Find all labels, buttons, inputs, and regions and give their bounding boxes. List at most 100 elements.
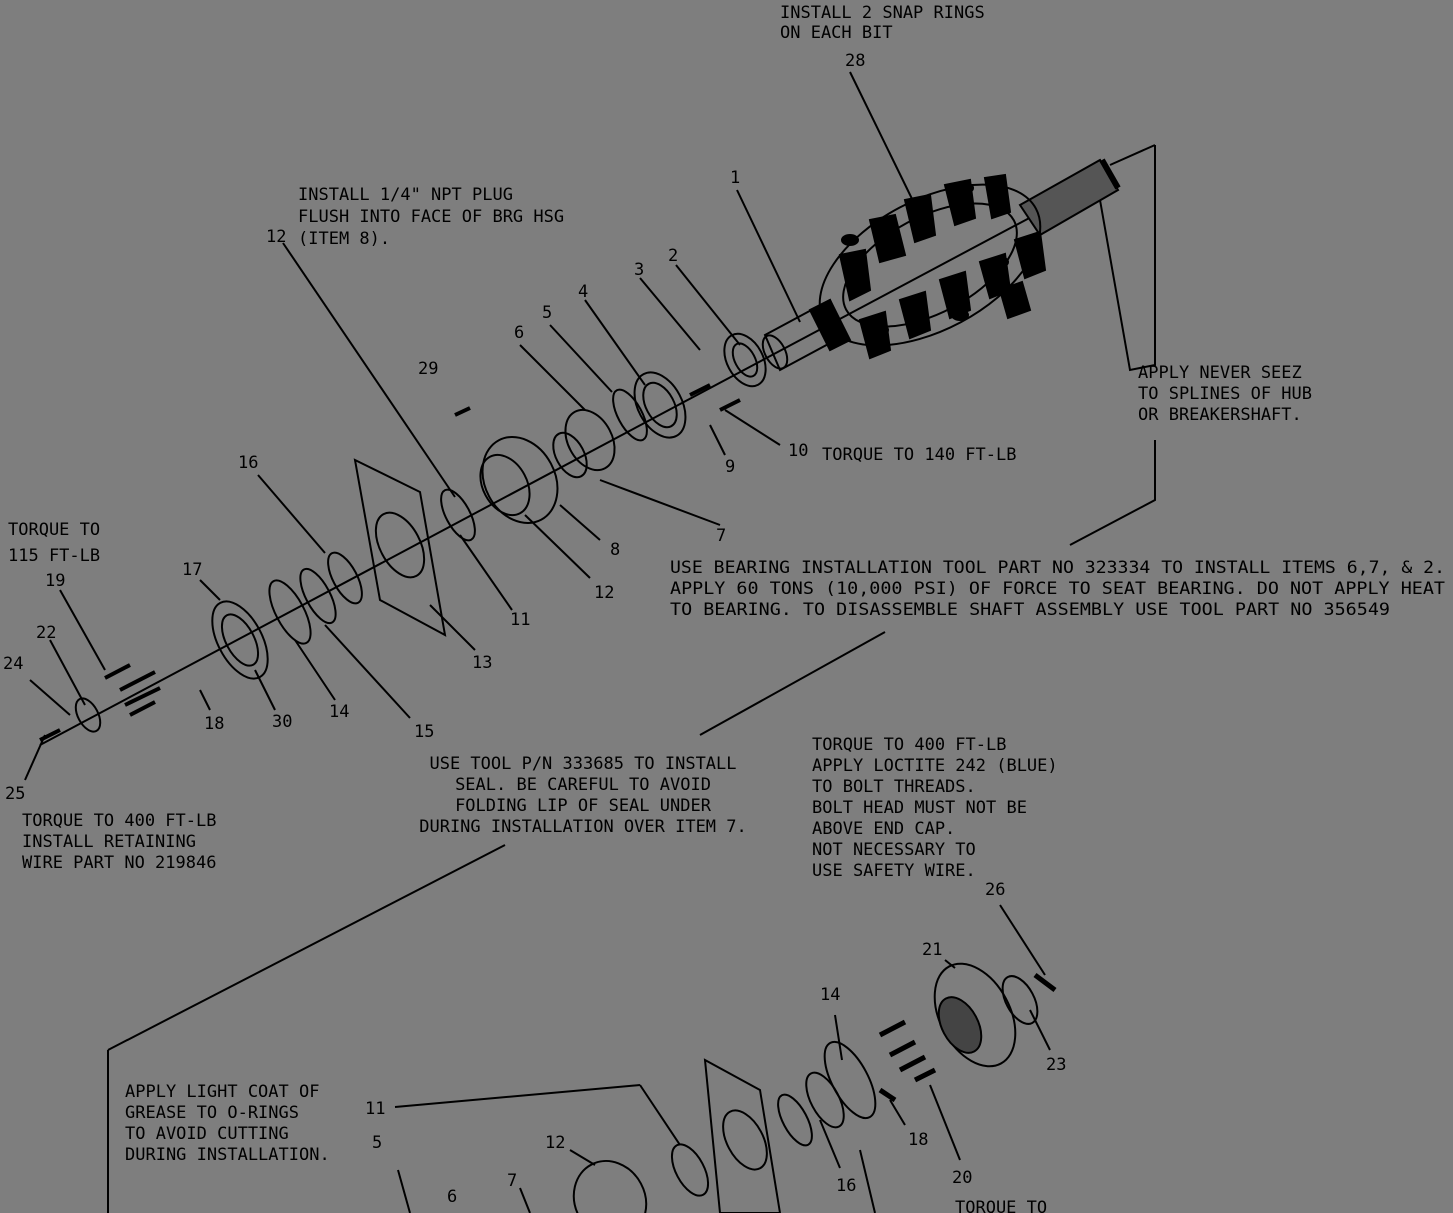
note-line: INSTALL RETAINING xyxy=(22,832,196,852)
note-line: SEAL. BE CAREFUL TO AVOID xyxy=(455,775,711,795)
item-number: 17 xyxy=(182,560,202,580)
item-number: 6 xyxy=(447,1187,457,1207)
note-retaining-wire: TORQUE TO 400 FT-LB INSTALL RETAINING WI… xyxy=(22,811,216,873)
note-line: FOLDING LIP OF SEAL UNDER xyxy=(455,796,712,816)
item-16-ring xyxy=(327,551,363,605)
item-22-retainer xyxy=(74,697,102,733)
note-snap-rings: INSTALL 2 SNAP RINGS ON EACH BIT xyxy=(780,3,985,43)
shaft-centerline xyxy=(39,174,1111,746)
note-line: TO BEARING. TO DISASSEMBLE SHAFT ASSEMBL… xyxy=(670,600,1390,620)
lower-leader-lines xyxy=(394,904,1051,1213)
item-number: 30 xyxy=(272,712,292,732)
note-line: (ITEM 8). xyxy=(298,229,390,249)
item-number: 7 xyxy=(507,1171,517,1191)
shaft-journal xyxy=(763,298,847,372)
note-torque-cut: TORQUE TO xyxy=(955,1198,1047,1213)
item-number: 11 xyxy=(365,1099,385,1119)
item-number: 11 xyxy=(510,610,530,630)
note-line: 115 FT-LB xyxy=(8,546,100,566)
lower-assembly xyxy=(572,962,1057,1213)
note-line: TO AVOID CUTTING xyxy=(125,1124,289,1144)
item-17-end-cap xyxy=(211,600,269,680)
upper-assembly xyxy=(39,158,1121,746)
note-line: USE SAFETY WIRE. xyxy=(812,861,976,881)
note-line: ABOVE END CAP. xyxy=(812,819,955,839)
item-number: 20 xyxy=(952,1168,972,1188)
note-bearing-tool: USE BEARING INSTALLATION TOOL PART NO 32… xyxy=(670,558,1445,620)
item-number: 15 xyxy=(414,722,434,742)
item-8-bearing-housing xyxy=(481,436,559,524)
item-number: 21 xyxy=(922,940,942,960)
item-number: 12 xyxy=(545,1133,565,1153)
note-line: APPLY NEVER SEEZ xyxy=(1138,363,1302,383)
note-line: GREASE TO O-RINGS xyxy=(125,1103,299,1123)
note-line: FLUSH INTO FACE OF BRG HSG xyxy=(298,207,564,227)
item-number: 3 xyxy=(634,260,644,280)
note-line: APPLY LIGHT COAT OF xyxy=(125,1082,319,1102)
item-number: 19 xyxy=(45,571,65,591)
item-number: 13 xyxy=(472,653,492,673)
note-line: TORQUE TO xyxy=(8,520,100,540)
note-line: APPLY 60 TONS (10,000 PSI) OF FORCE TO S… xyxy=(670,579,1445,599)
item-number: 6 xyxy=(514,323,524,343)
note-line: NOT NECESSARY TO xyxy=(812,840,976,860)
note-line: OR BREAKERSHAFT. xyxy=(1138,405,1302,425)
note-line: USE TOOL P/N 333685 TO INSTALL xyxy=(429,754,736,774)
note-line: INSTALL 2 SNAP RINGS xyxy=(780,3,985,23)
item-23-ring xyxy=(1001,975,1039,1025)
item-number: 14 xyxy=(820,985,840,1005)
note-line: DURING INSTALLATION OVER ITEM 7. xyxy=(419,817,747,837)
shaft-spline-end xyxy=(1018,158,1120,237)
item-number: 16 xyxy=(238,453,258,473)
item-13-plate xyxy=(353,458,447,637)
item-16-lower-ring xyxy=(777,1093,813,1147)
note-npt-plug: INSTALL 1/4" NPT PLUG FLUSH INTO FACE OF… xyxy=(298,185,564,249)
item-15-ring xyxy=(299,567,337,625)
note-line: DURING INSTALLATION. xyxy=(125,1145,330,1165)
note-line: APPLY LOCTITE 242 (BLUE) xyxy=(812,756,1058,776)
item-number: 18 xyxy=(908,1130,928,1150)
item-14-seal xyxy=(268,579,312,645)
item-number: 2 xyxy=(668,246,678,266)
item-number: 8 xyxy=(610,540,620,560)
item-number: 5 xyxy=(542,303,552,323)
item-number: 24 xyxy=(3,654,23,674)
item-5-ring xyxy=(612,388,648,442)
item-number: 26 xyxy=(985,880,1005,900)
lower-item-numbers: 26 21 23 14 11 5 6 7 12 16 18 20 xyxy=(365,880,1066,1207)
item-number: 10 xyxy=(788,441,808,461)
item-number: 22 xyxy=(36,623,56,643)
item-11-lower-o-ring xyxy=(670,1143,710,1197)
note-line: WIRE PART NO 219846 xyxy=(22,853,216,873)
item-number: 7 xyxy=(716,526,726,546)
leader-lines xyxy=(24,71,1156,1213)
item-4-bearing xyxy=(633,371,687,439)
item-number: 16 xyxy=(836,1176,856,1196)
note-line: TO BOLT THREADS. xyxy=(812,777,976,797)
item-number: 5 xyxy=(372,1133,382,1153)
breaker-hub-with-bits xyxy=(808,173,1047,360)
note-loctite: TORQUE TO 400 FT-LB APPLY LOCTITE 242 (B… xyxy=(812,735,1058,881)
note-seal-tool: USE TOOL P/N 333685 TO INSTALL SEAL. BE … xyxy=(419,754,747,837)
item-number: 25 xyxy=(5,784,25,804)
item-number: 12 xyxy=(266,227,286,247)
note-torque-140: TORQUE TO 140 FT-LB xyxy=(822,445,1016,465)
note-grease: APPLY LIGHT COAT OF GREASE TO O-RINGS TO… xyxy=(125,1082,330,1165)
note-line: TORQUE TO 400 FT-LB xyxy=(22,811,216,831)
bolt-19 xyxy=(104,663,131,680)
note-line: USE BEARING INSTALLATION TOOL PART NO 32… xyxy=(670,558,1445,578)
upper-item-numbers: 28 1 2 3 4 5 6 29 12 16 9 10 7 8 12 11 1… xyxy=(3,51,865,804)
lower-plate xyxy=(703,1058,782,1213)
note-line: INSTALL 1/4" NPT PLUG xyxy=(298,185,513,205)
item-number: 1 xyxy=(730,168,740,188)
item-number: 4 xyxy=(578,282,588,302)
item-number: 9 xyxy=(725,457,735,477)
note-line: BOLT HEAD MUST NOT BE xyxy=(812,798,1027,818)
item-7-seal xyxy=(552,431,588,479)
note-line: TO SPLINES OF HUB xyxy=(1138,384,1312,404)
note-torque-115: TORQUE TO 115 FT-LB xyxy=(8,520,100,566)
item-number: 29 xyxy=(418,359,438,379)
item-number: 12 xyxy=(594,583,614,603)
